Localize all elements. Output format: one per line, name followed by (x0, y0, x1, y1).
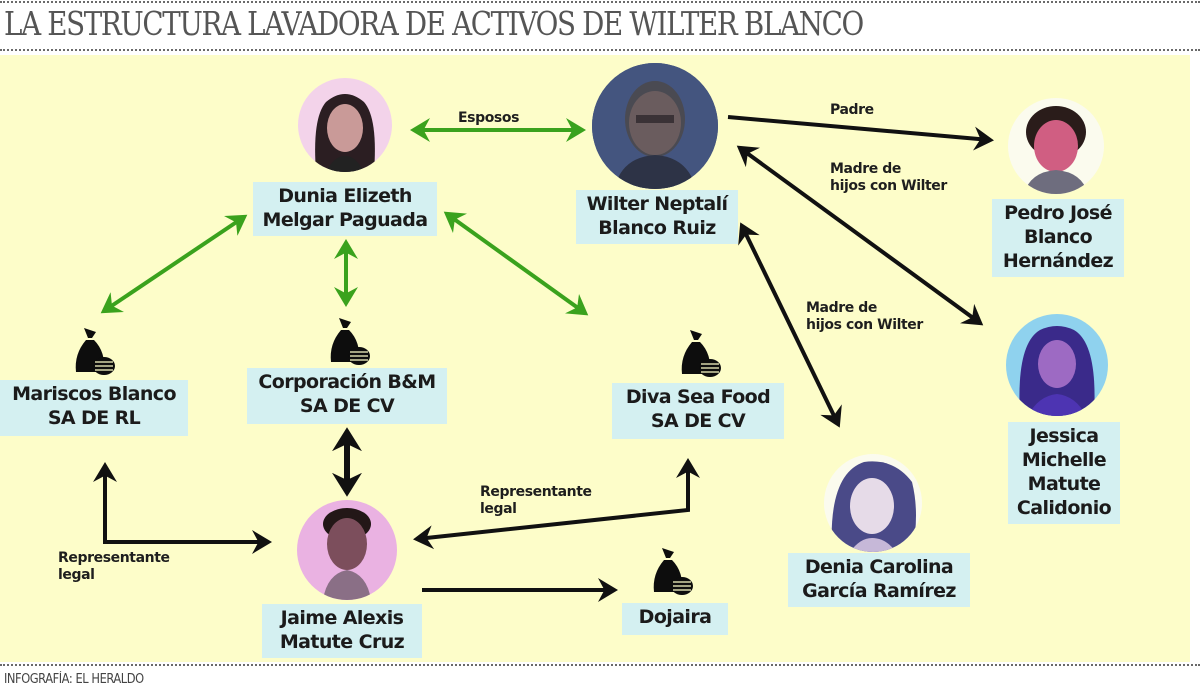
label-pedro: Pedro José Blanco Hernández (992, 199, 1124, 277)
arrow-wilter-denia (738, 222, 842, 428)
relation-padre: Padre (830, 102, 874, 118)
label-wilter: Wilter Neptalí Blanco Ruiz (576, 190, 738, 244)
label-diva: Diva Sea Food SA DE CV (612, 383, 784, 439)
arrow-padre (727, 115, 994, 151)
photo-wilter (592, 63, 718, 189)
label-dunia: Dunia Elizeth Melgar Paguada (253, 182, 437, 236)
relation-rep-mariscos: Representante legal (58, 550, 170, 583)
relation-rep-diva: Representante legal (480, 484, 592, 517)
person-silhouette-icon (1008, 98, 1104, 194)
person-silhouette-icon (298, 78, 392, 172)
money-bag-icon (75, 328, 115, 375)
diagram-panel (0, 55, 1190, 662)
label-jessica: Jessica Michelle Matute Calidonio (1008, 422, 1120, 524)
label-denia: Denia Carolina García Ramírez (788, 553, 970, 607)
page-title: LA ESTRUCTURA LAVADORA DE ACTIVOS DE WIL… (4, 4, 864, 43)
arrow-rep-mariscos (93, 462, 272, 554)
person-silhouette-icon (1006, 314, 1108, 416)
person-silhouette-icon (297, 500, 397, 600)
label-dojaira: Dojaira (622, 603, 728, 635)
photo-denia (824, 454, 922, 552)
relation-esposos: Esposos (458, 110, 520, 126)
person-silhouette-icon (824, 454, 922, 552)
person-silhouette-icon (592, 63, 718, 189)
label-corporacion: Corporación B&M SA DE CV (247, 368, 447, 424)
photo-jessica (1006, 314, 1108, 416)
photo-dunia (298, 78, 392, 172)
footer-dotted-rule (0, 664, 1200, 666)
money-bag-icon (653, 548, 693, 595)
arrow-rep-diva (413, 458, 700, 550)
money-bag-icon (330, 318, 370, 365)
label-mariscos: Mariscos Blanco SA DE RL (0, 380, 188, 436)
top-dotted-rule (0, 1, 1200, 3)
photo-jaime (297, 500, 397, 600)
photo-pedro (1008, 98, 1104, 194)
label-jaime: Jaime Alexis Matute Cruz (262, 604, 422, 658)
title-dotted-rule (0, 49, 1200, 51)
footer-credit: INFOGRAFÍA: EL HERALDO (4, 672, 144, 687)
money-bag-icon (681, 330, 721, 377)
arrow-wilter-jessica (736, 145, 984, 326)
relation-madre-jessica: Madre de hijos con Wilter (830, 161, 947, 194)
arrow-dunia-mariscos (100, 214, 248, 314)
relation-madre-denia: Madre de hijos con Wilter (806, 300, 923, 333)
arrow-dunia-diva (443, 211, 589, 316)
